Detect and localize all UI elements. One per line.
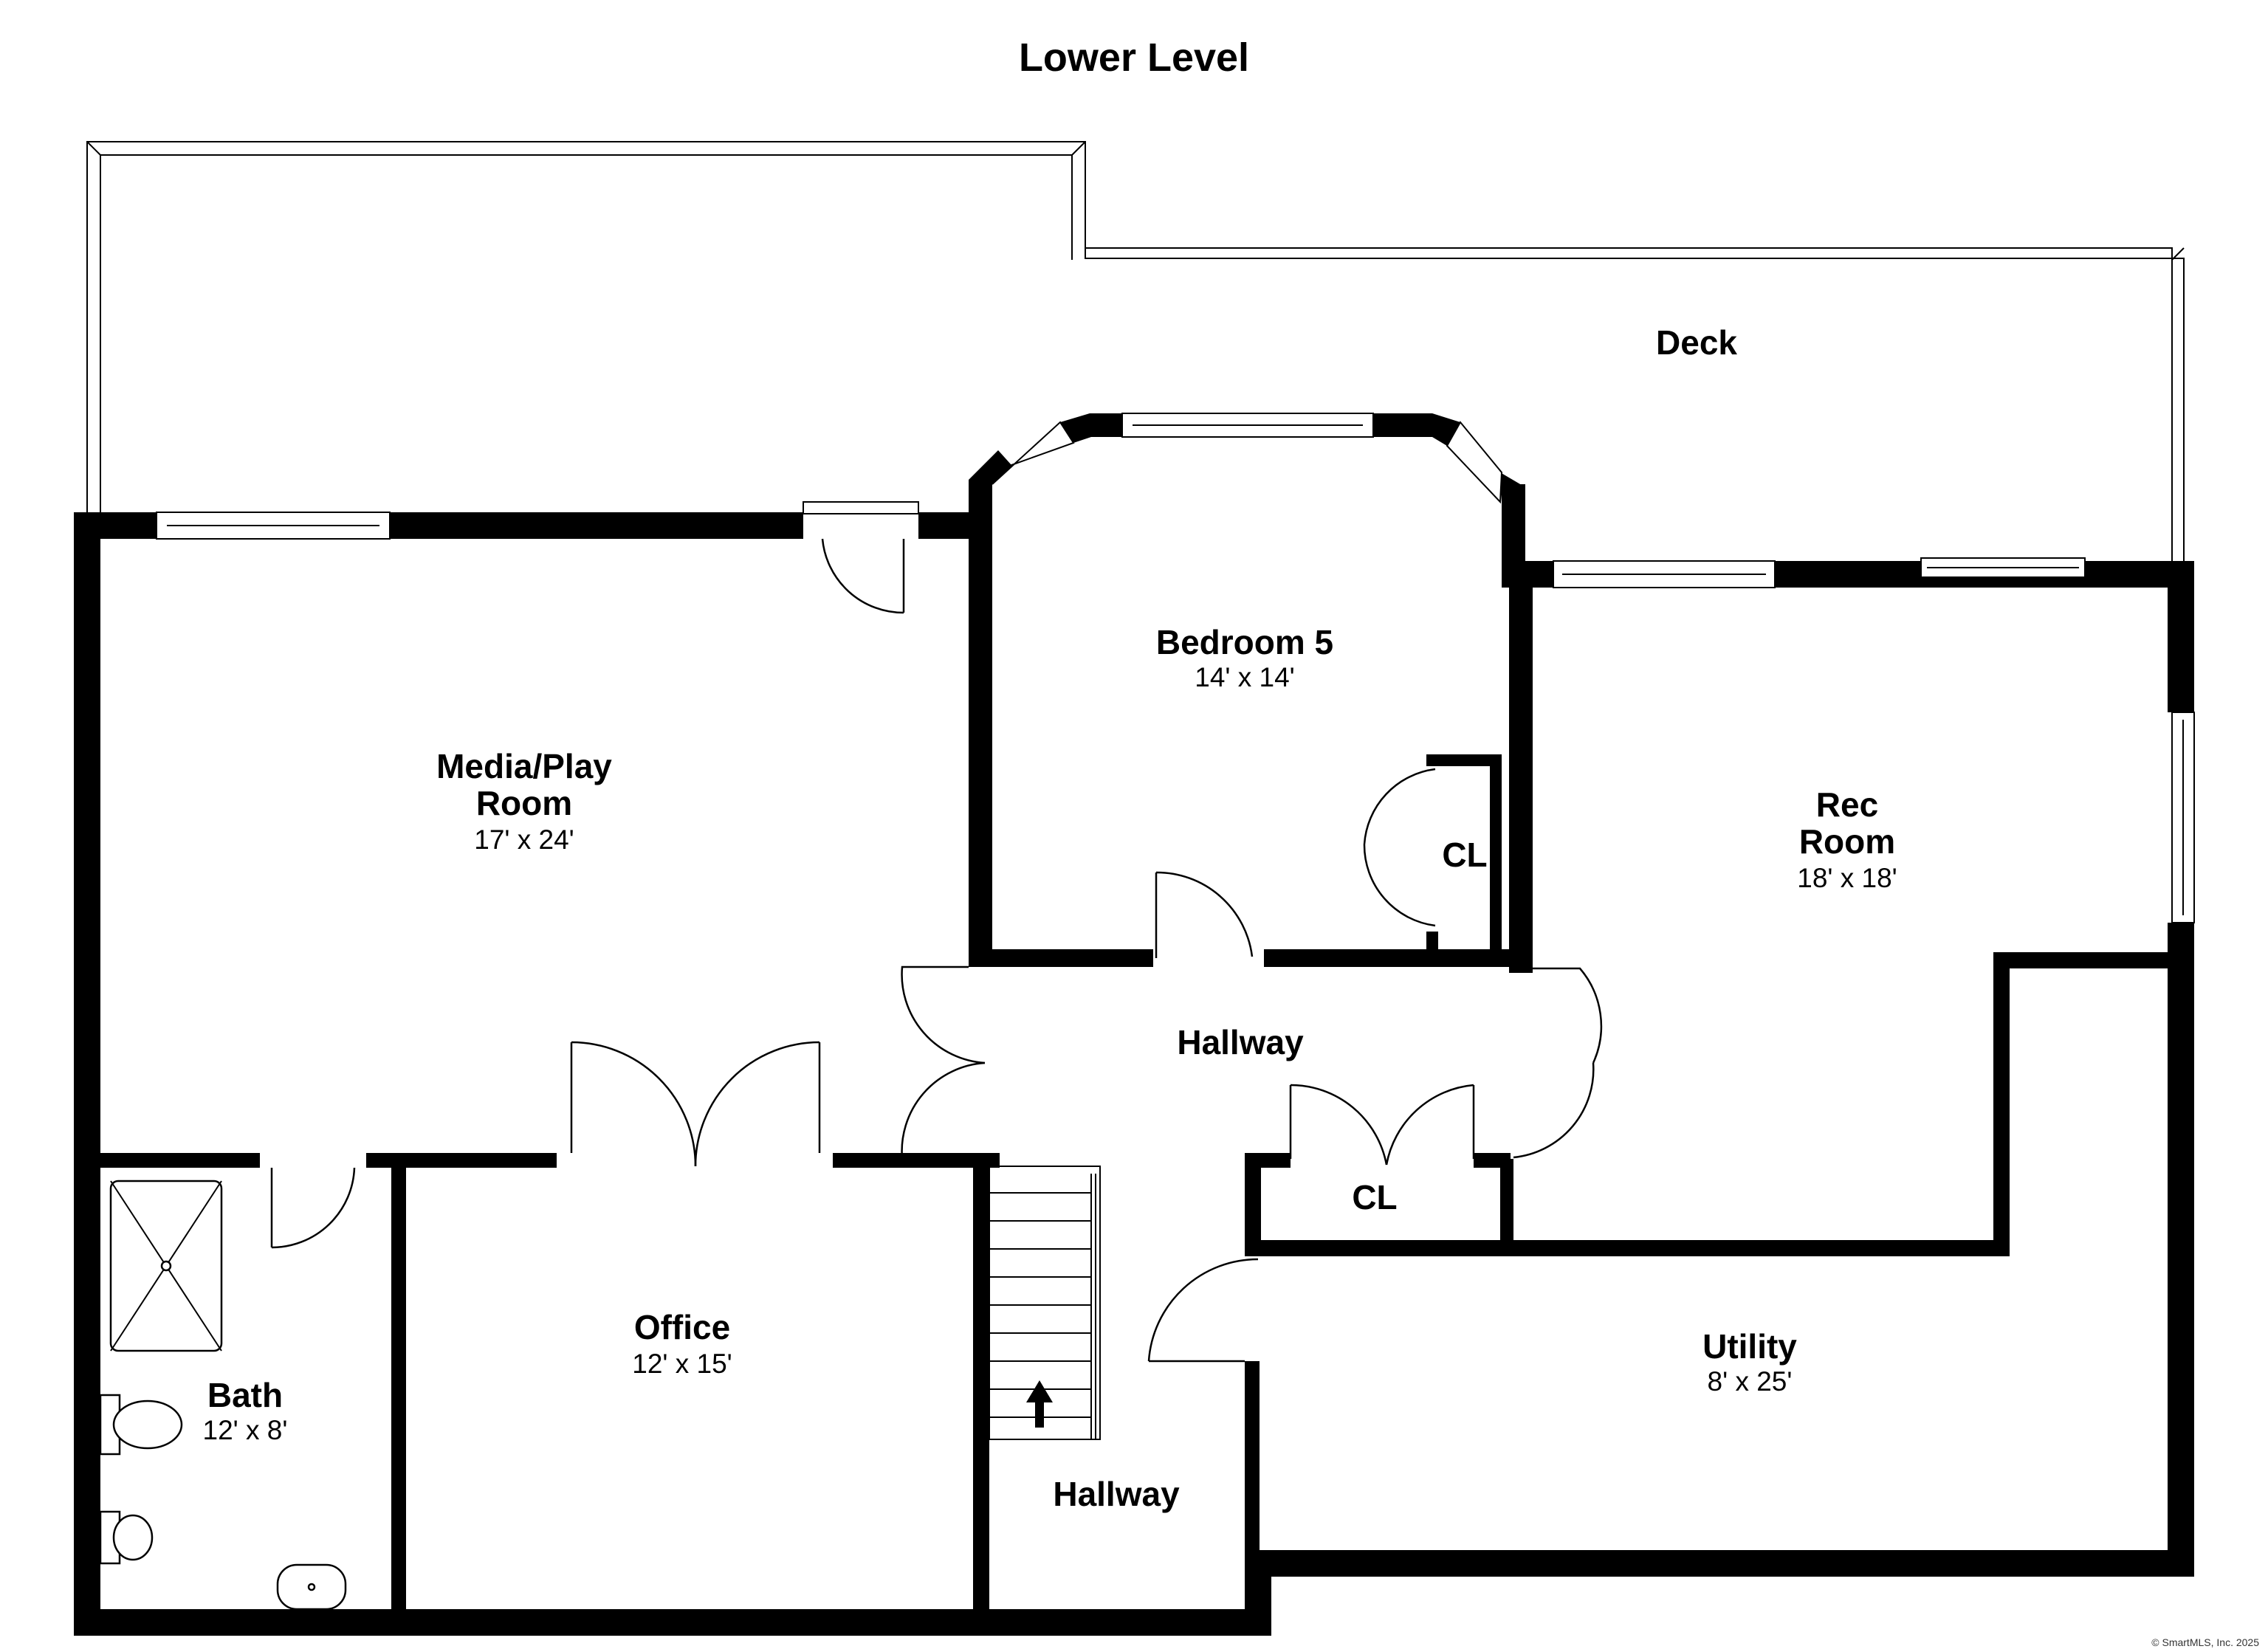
room-label-utility: Utility: [1702, 1327, 1797, 1366]
up-arrow-icon: [1026, 1380, 1053, 1428]
room-label-bath: Bath: [207, 1376, 283, 1414]
room-label-rec: Rec: [1816, 785, 1878, 824]
room-label-deck: Deck: [1656, 323, 1737, 362]
room-dims-utility: 8' x 25': [1708, 1366, 1793, 1397]
room-label-rec-line2: Room: [1799, 822, 1895, 861]
stairs: [989, 1166, 1101, 1440]
copyright-credit: © SmartMLS, Inc. 2025: [2151, 1636, 2259, 1648]
windows: [156, 413, 2195, 923]
room-label-media-line2: Room: [476, 784, 572, 822]
room-dims-rec: 18' x 18': [1797, 863, 1897, 893]
room-label-hallway-upper: Hallway: [1177, 1023, 1304, 1061]
room-label-bedroom5: Bedroom 5: [1156, 623, 1333, 661]
doors: [270, 501, 1603, 1363]
room-label-hallway-lower: Hallway: [1053, 1475, 1180, 1513]
room-label-office: Office: [634, 1308, 730, 1346]
room-dims-office: 12' x 15': [632, 1349, 732, 1379]
room-dims-bath: 12' x 8': [203, 1415, 288, 1445]
room-dims-bedroom5: 14' x 14': [1195, 662, 1295, 692]
bath-fixtures: [99, 1180, 347, 1611]
exterior-walls: [74, 512, 2194, 1636]
interior-walls: [74, 754, 2194, 1624]
room-label-closet-bedroom: CL: [1442, 836, 1487, 874]
bathtub-icon: [99, 1510, 154, 1565]
page-title: Lower Level: [1019, 35, 1249, 80]
bedroom-bay-walls: [969, 413, 1533, 973]
shower-icon: [109, 1180, 223, 1352]
room-label-closet-hall: CL: [1352, 1178, 1397, 1216]
toilet-icon: [99, 1394, 183, 1456]
deck-outline: [86, 141, 2185, 565]
room-label-media: Media/Play: [436, 747, 612, 785]
sink-icon: [276, 1563, 347, 1611]
room-dims-media: 17' x 24': [474, 824, 574, 855]
